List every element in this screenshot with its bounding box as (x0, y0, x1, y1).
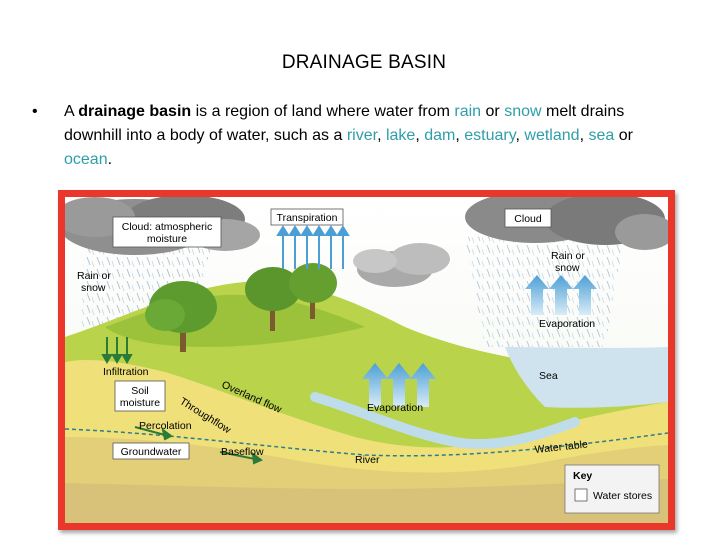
label-soil-box: Soil moisture (114, 380, 166, 412)
key-water-stores: Water stores (593, 490, 652, 502)
label-evaporation-right: Evaporation (539, 318, 595, 330)
label-water-table: Water table (534, 438, 588, 456)
bullet-symbol: • (32, 103, 38, 120)
label-rain-left-1: Rain or (77, 270, 111, 282)
label-rain-right-1: Rain or (551, 250, 585, 262)
text-segment: , (579, 127, 589, 144)
label-evaporation-mid: Evaporation (367, 402, 423, 414)
label-cloud: Cloud (514, 213, 542, 225)
flow-arrows (101, 337, 263, 465)
drainage-basin-diagram: Cloud: atmospheric moisture Transpiratio… (65, 197, 668, 523)
text-segment: , (415, 127, 425, 144)
label-soil: Soil (131, 385, 149, 397)
cloud-right (465, 197, 668, 250)
key-swatch (574, 488, 588, 502)
label-river: River (355, 454, 380, 466)
keyword-dam: dam (424, 127, 456, 144)
keyword-rain: rain (454, 103, 482, 120)
label-groundwater: Groundwater (121, 446, 182, 458)
keyword-snow: snow (504, 103, 542, 120)
keyword-ocean: ocean (64, 151, 108, 168)
text-segment: A (64, 103, 79, 120)
text-segment: , (377, 127, 386, 144)
evaporation-arrows-right (525, 275, 597, 315)
label-cloud-right-box: Cloud (504, 208, 552, 228)
text-segment: , (455, 127, 465, 144)
label-cloud-atmospheric: Cloud: atmospheric (122, 221, 212, 233)
diagram-area: Cloud: atmospheric moisture Transpiratio… (65, 197, 668, 523)
label-rain-left-2: snow (81, 282, 106, 294)
text-segment: is a region of land where water from (191, 103, 455, 120)
river-water (310, 392, 580, 449)
label-transpiration: Transpiration (277, 212, 338, 224)
rain-right (465, 232, 625, 347)
keyword-wetland: wetland (524, 127, 580, 144)
label-moisture: moisture (147, 233, 187, 245)
bedrock-layer (65, 479, 668, 523)
term-drainage-basin: drainage basin (78, 103, 192, 120)
text-segment: or (614, 127, 633, 144)
legend-key: Key Water stores (564, 464, 660, 514)
label-infiltration: Infiltration (103, 366, 149, 378)
evaporation-arrows-middle (362, 363, 436, 407)
label-baseflow: Baseflow (221, 446, 264, 458)
label-rain-right-2: snow (555, 262, 580, 274)
diagram-frame: Cloud: atmospheric moisture Transpiratio… (58, 190, 675, 530)
bullet-point: • A drainage basin is a region of land w… (32, 100, 684, 172)
label-cloud-left: Cloud: atmospheric moisture (112, 216, 222, 248)
text-segment: melt drains downhill into a body of wate… (64, 103, 625, 144)
text-segment: . (107, 151, 113, 168)
keyword-estuary: estuary (464, 127, 516, 144)
text-segment: , (515, 127, 525, 144)
bullet-text: A drainage basin is a region of land whe… (64, 100, 684, 172)
sea-water (505, 347, 668, 408)
label-sea: Sea (539, 370, 558, 382)
label-transpiration-box: Transpiration (270, 208, 344, 226)
label-groundwater-box: Groundwater (112, 442, 190, 460)
keyword-lake: lake (385, 127, 416, 144)
trees (145, 263, 337, 352)
transpiration-arrows (276, 225, 350, 269)
keyword-sea: sea (588, 127, 615, 144)
keyword-river: river (346, 127, 378, 144)
label-moisture-soil: moisture (120, 397, 160, 409)
text-segment: or (481, 103, 505, 120)
page-title: DRAINAGE BASIN (281, 52, 447, 73)
label-percolation: Percolation (139, 420, 192, 432)
cloud-middle (353, 243, 450, 287)
water-table-line (65, 428, 668, 457)
key-title: Key (573, 470, 592, 482)
